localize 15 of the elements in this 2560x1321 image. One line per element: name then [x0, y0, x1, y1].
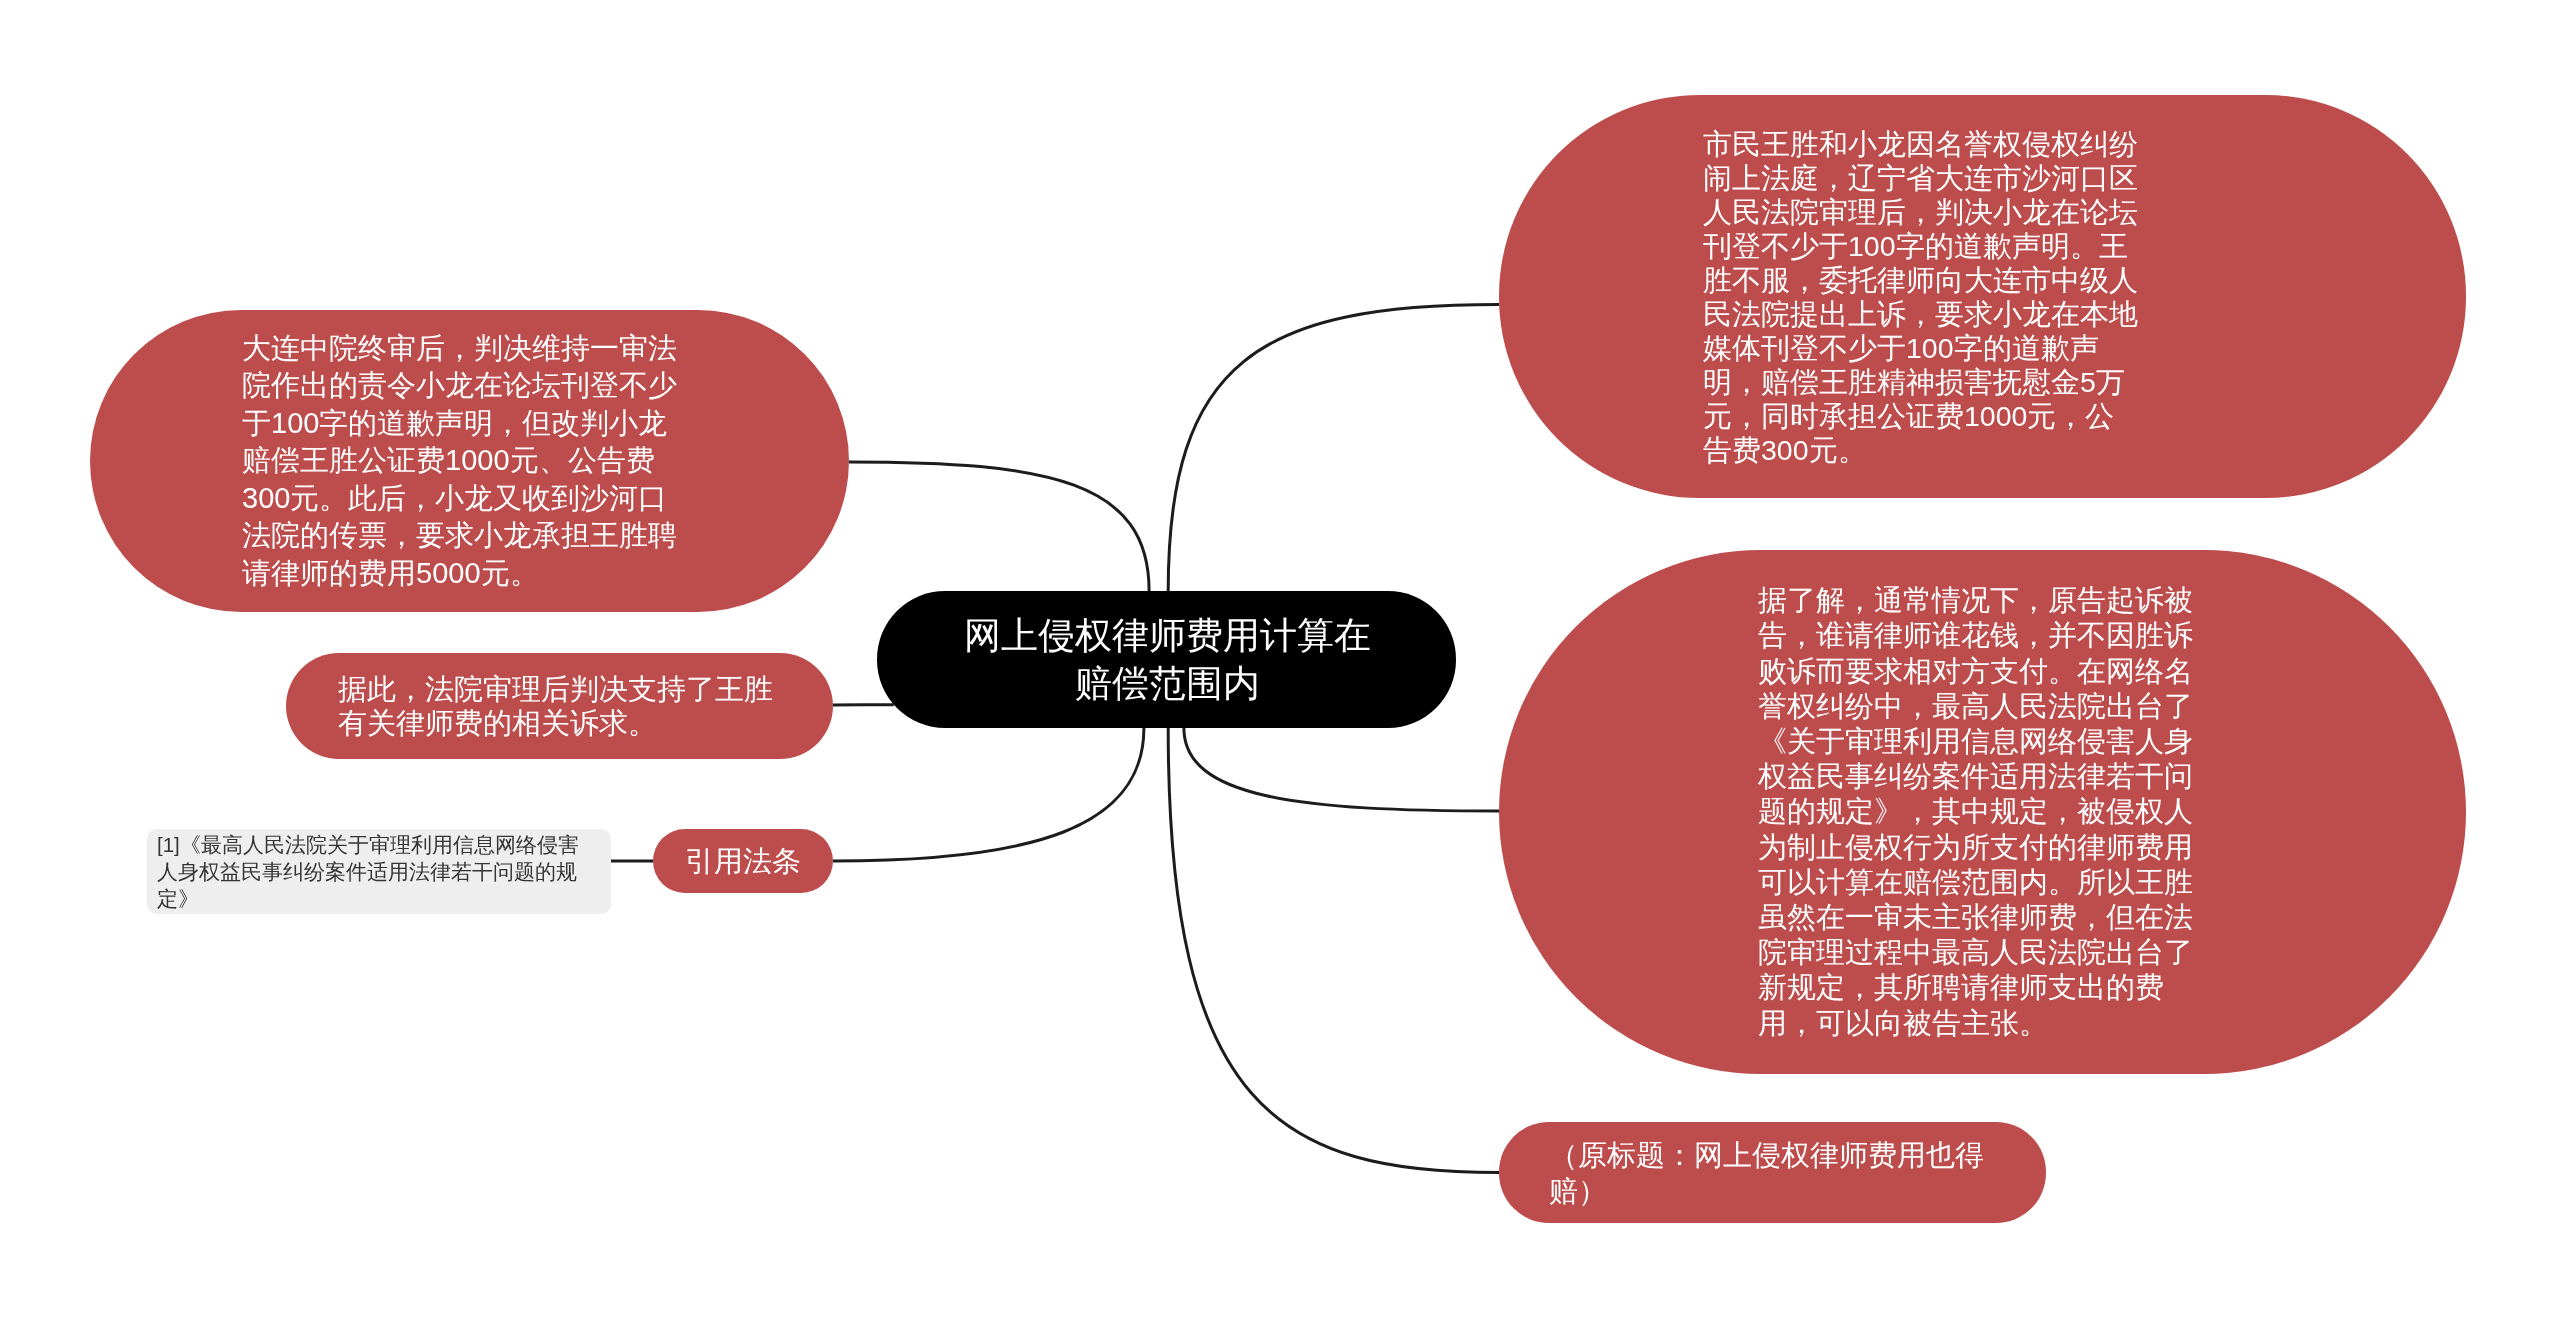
- connector-line: [1166, 303, 1500, 592]
- connector-line: [849, 460, 1151, 592]
- connector-line: [833, 703, 894, 707]
- central-topic-pill: 网上侵权律师费用计算在赔偿范围内: [877, 591, 1456, 728]
- topic-pill: （原标题：网上侵权律师费用也得赔）: [1499, 1122, 2046, 1223]
- topic-pill: 引用法条: [653, 829, 833, 893]
- topic-pill: 据了解，通常情况下，原告起诉被告，谁请律师谁花钱，并不因胜诉败诉而要求相对方支付。在网络名誉权纠纷中，最高人民法院出台了《关于审理利用信息网络侵害人身权益民事纠纷案件适用法律若干问题的规定》，其中规定，被侵权人为制止侵权行为所支付的律师费用可以计算在赔偿范围内。所以王胜虽然在一审未主张律师费，但在法院审理过程中最高人民法院出台了新规定，其所聘请律师支出的费用，可以向被告主张。: [1499, 550, 2466, 1074]
- citation-note: [1]《最高人民法院关于审理利用信息网络侵害人身权益民事纠纷案件适用法律若干问题的规定》: [147, 829, 611, 914]
- connector-line: [611, 859, 653, 863]
- connector-line: [1166, 727, 1500, 1174]
- connector-line: [832, 727, 1146, 863]
- topic-pill: 大连中院终审后，判决维持一审法院作出的责令小龙在论坛刊登不少于100字的道歉声明，但改判小龙赔偿王胜公证费1000元、公告费300元。此后，小龙又收到沙河口法院的传票，要求小龙承担王胜聘请律师的费用5000元。: [90, 310, 849, 612]
- topic-pill: 市民王胜和小龙因名誉权侵权纠纷闹上法庭，辽宁省大连市沙河口区人民法院审理后，判决小龙在论坛刊登不少于100字的道歉声明。王胜不服，委托律师向大连市中级人民法院提出上诉，要求小龙在本地媒体刊登不少于100字的道歉声明，赔偿王胜精神损害抚慰金5万元，同时承担公证费1000元，公告费300元。: [1499, 95, 2466, 498]
- topic-pill: 据此，法院审理后判决支持了王胜有关律师费的相关诉求。: [286, 653, 833, 759]
- connector-line: [1182, 727, 1499, 813]
